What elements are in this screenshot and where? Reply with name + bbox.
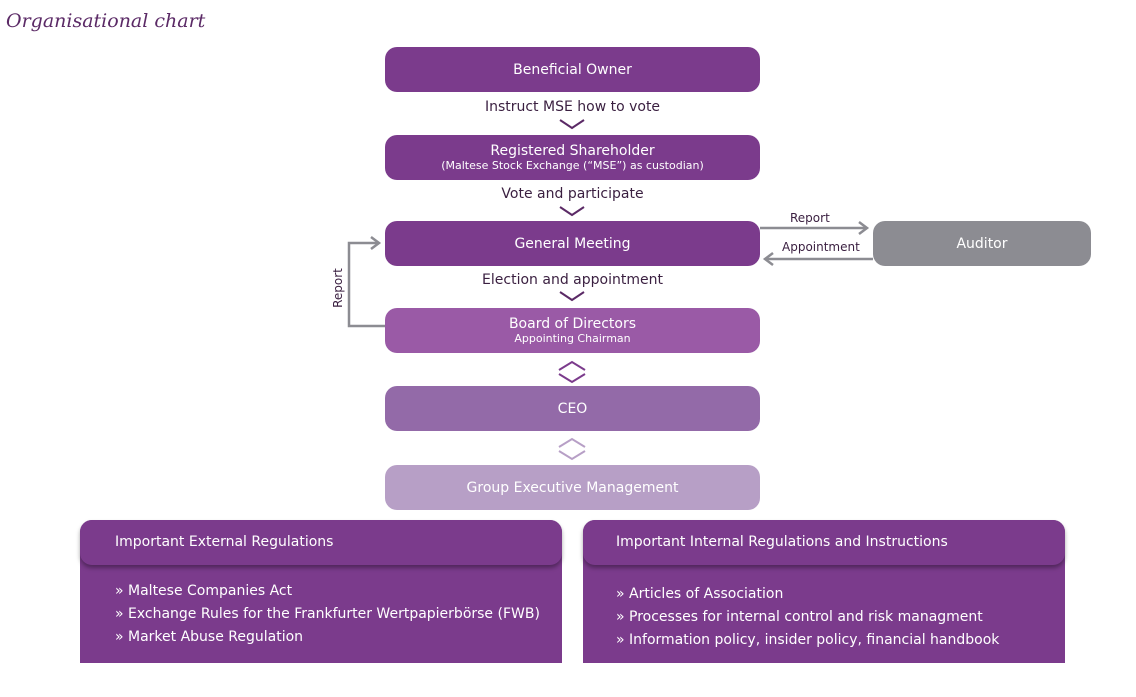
page-title: Organisational chart	[6, 10, 206, 32]
internal-regulations-heading: Important Internal Regulations and Instr…	[583, 520, 1065, 565]
list-item: » Market Abuse Regulation	[115, 629, 304, 645]
vote-label: Vote and participate	[501, 186, 644, 202]
board-box: Board of Directors Appointing Chairman	[385, 308, 760, 353]
registered-shareholder-label: Registered Shareholder	[490, 143, 655, 159]
chevron-down-icon	[559, 119, 585, 130]
list-item: » Processes for internal control and ris…	[616, 609, 983, 625]
chevron-up-icon	[558, 360, 586, 371]
registered-shareholder-box: Registered Shareholder (Maltese Stock Ex…	[385, 135, 760, 180]
registered-shareholder-sublabel: (Maltese Stock Exchange (“MSE”) as custo…	[441, 159, 704, 172]
list-item: » Information policy, insider policy, fi…	[616, 632, 1000, 648]
chevron-down-icon	[559, 206, 585, 217]
ceo-label: CEO	[557, 400, 588, 417]
arrow-right-icon	[858, 221, 870, 235]
internal-regulations-panel: Important Internal Regulations and Instr…	[583, 520, 1065, 663]
auditor-box: Auditor	[873, 221, 1091, 266]
auditor-label: Auditor	[956, 235, 1008, 252]
chevron-up-icon	[558, 437, 586, 448]
beneficial-owner-box: Beneficial Owner	[385, 47, 760, 92]
gem-label: Group Executive Management	[466, 479, 679, 496]
list-item: » Exchange Rules for the Frankfurter Wer…	[115, 606, 540, 622]
beneficial-owner-label: Beneficial Owner	[513, 61, 632, 78]
instruct-label: Instruct MSE how to vote	[484, 99, 661, 115]
list-item: » Articles of Association	[616, 586, 784, 602]
general-meeting-label: General Meeting	[514, 235, 631, 252]
gem-box: Group Executive Management	[385, 465, 760, 510]
external-regulations-heading: Important External Regulations	[80, 520, 562, 565]
board-label: Board of Directors	[508, 316, 637, 332]
report-auditor-label: Report	[790, 211, 830, 225]
ceo-box: CEO	[385, 386, 760, 431]
chevron-down-icon	[558, 373, 586, 384]
chevron-down-icon	[558, 450, 586, 461]
election-label: Election and appointment	[482, 272, 663, 288]
general-meeting-box: General Meeting	[385, 221, 760, 266]
board-sublabel: Appointing Chairman	[514, 332, 631, 345]
appointment-label: Appointment	[782, 240, 860, 254]
external-regulations-panel: Important External Regulations » Maltese…	[80, 520, 562, 663]
arrow-left-icon	[762, 252, 774, 266]
external-regulations-list: » Maltese Companies Act » Exchange Rules…	[115, 580, 540, 649]
report-board-label: Report	[330, 268, 345, 308]
internal-regulations-list: » Articles of Association » Processes fo…	[616, 583, 999, 652]
list-item: » Maltese Companies Act	[115, 583, 293, 599]
chevron-down-icon	[559, 291, 585, 302]
arrow-right-icon	[370, 236, 382, 250]
